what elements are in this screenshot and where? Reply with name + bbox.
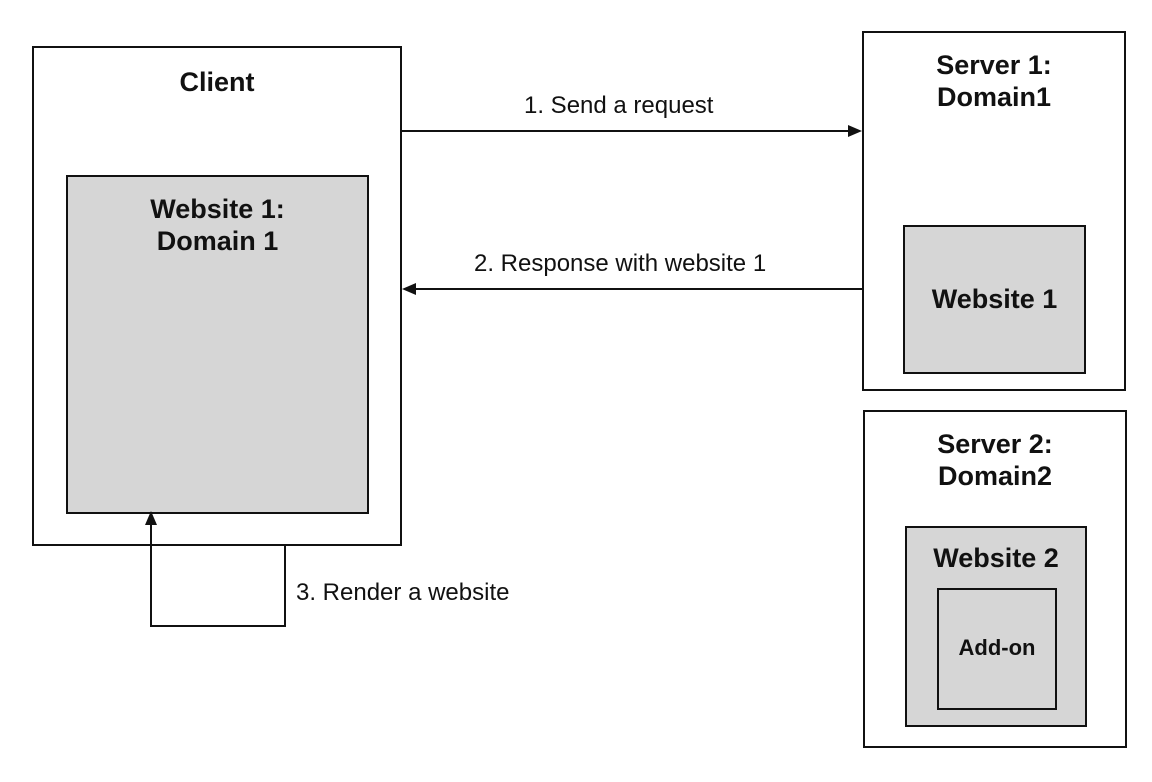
server1-title: Server 1: Domain1: [864, 49, 1124, 113]
step2-label: 2. Response with website 1: [474, 250, 767, 277]
website1-server-title: Website 1: [931, 284, 1058, 314]
arrow-response-head: [402, 283, 416, 295]
addon-title: Add-on: [958, 635, 1036, 660]
server1-line1: Server 1:: [936, 50, 1052, 80]
website1-server-box: Website 1: [903, 225, 1086, 374]
server2-title: Server 2: Domain2: [865, 428, 1125, 492]
arrow-render-loop: [150, 524, 286, 627]
website1-domain1-title: Website 1: Domain 1: [68, 193, 367, 257]
step1-label: 1. Send a request: [524, 92, 714, 119]
server2-line1: Server 2:: [937, 429, 1053, 459]
website2-title: Website 2: [933, 543, 1059, 573]
website1-domain1-line1: Website 1:: [150, 194, 285, 224]
server2-line2: Domain2: [937, 461, 1053, 491]
website1-domain1-box: Website 1: Domain 1: [66, 175, 369, 514]
website1-domain1-line2: Domain 1: [156, 226, 279, 256]
server2-box: Server 2: Domain2 Website 2 Add-on: [863, 410, 1127, 748]
addon-box: Add-on: [937, 588, 1057, 710]
website2-box: Website 2 Add-on: [905, 526, 1087, 727]
arrow-render-head: [145, 511, 157, 525]
server1-line2: Domain1: [936, 82, 1052, 112]
arrow-send-request-head: [848, 125, 862, 137]
step3-label: 3. Render a website: [296, 579, 510, 606]
server1-box: Server 1: Domain1 Website 1: [862, 31, 1126, 391]
client-title: Client: [179, 67, 255, 97]
client-box: Client Website 1: Domain 1: [32, 46, 402, 546]
